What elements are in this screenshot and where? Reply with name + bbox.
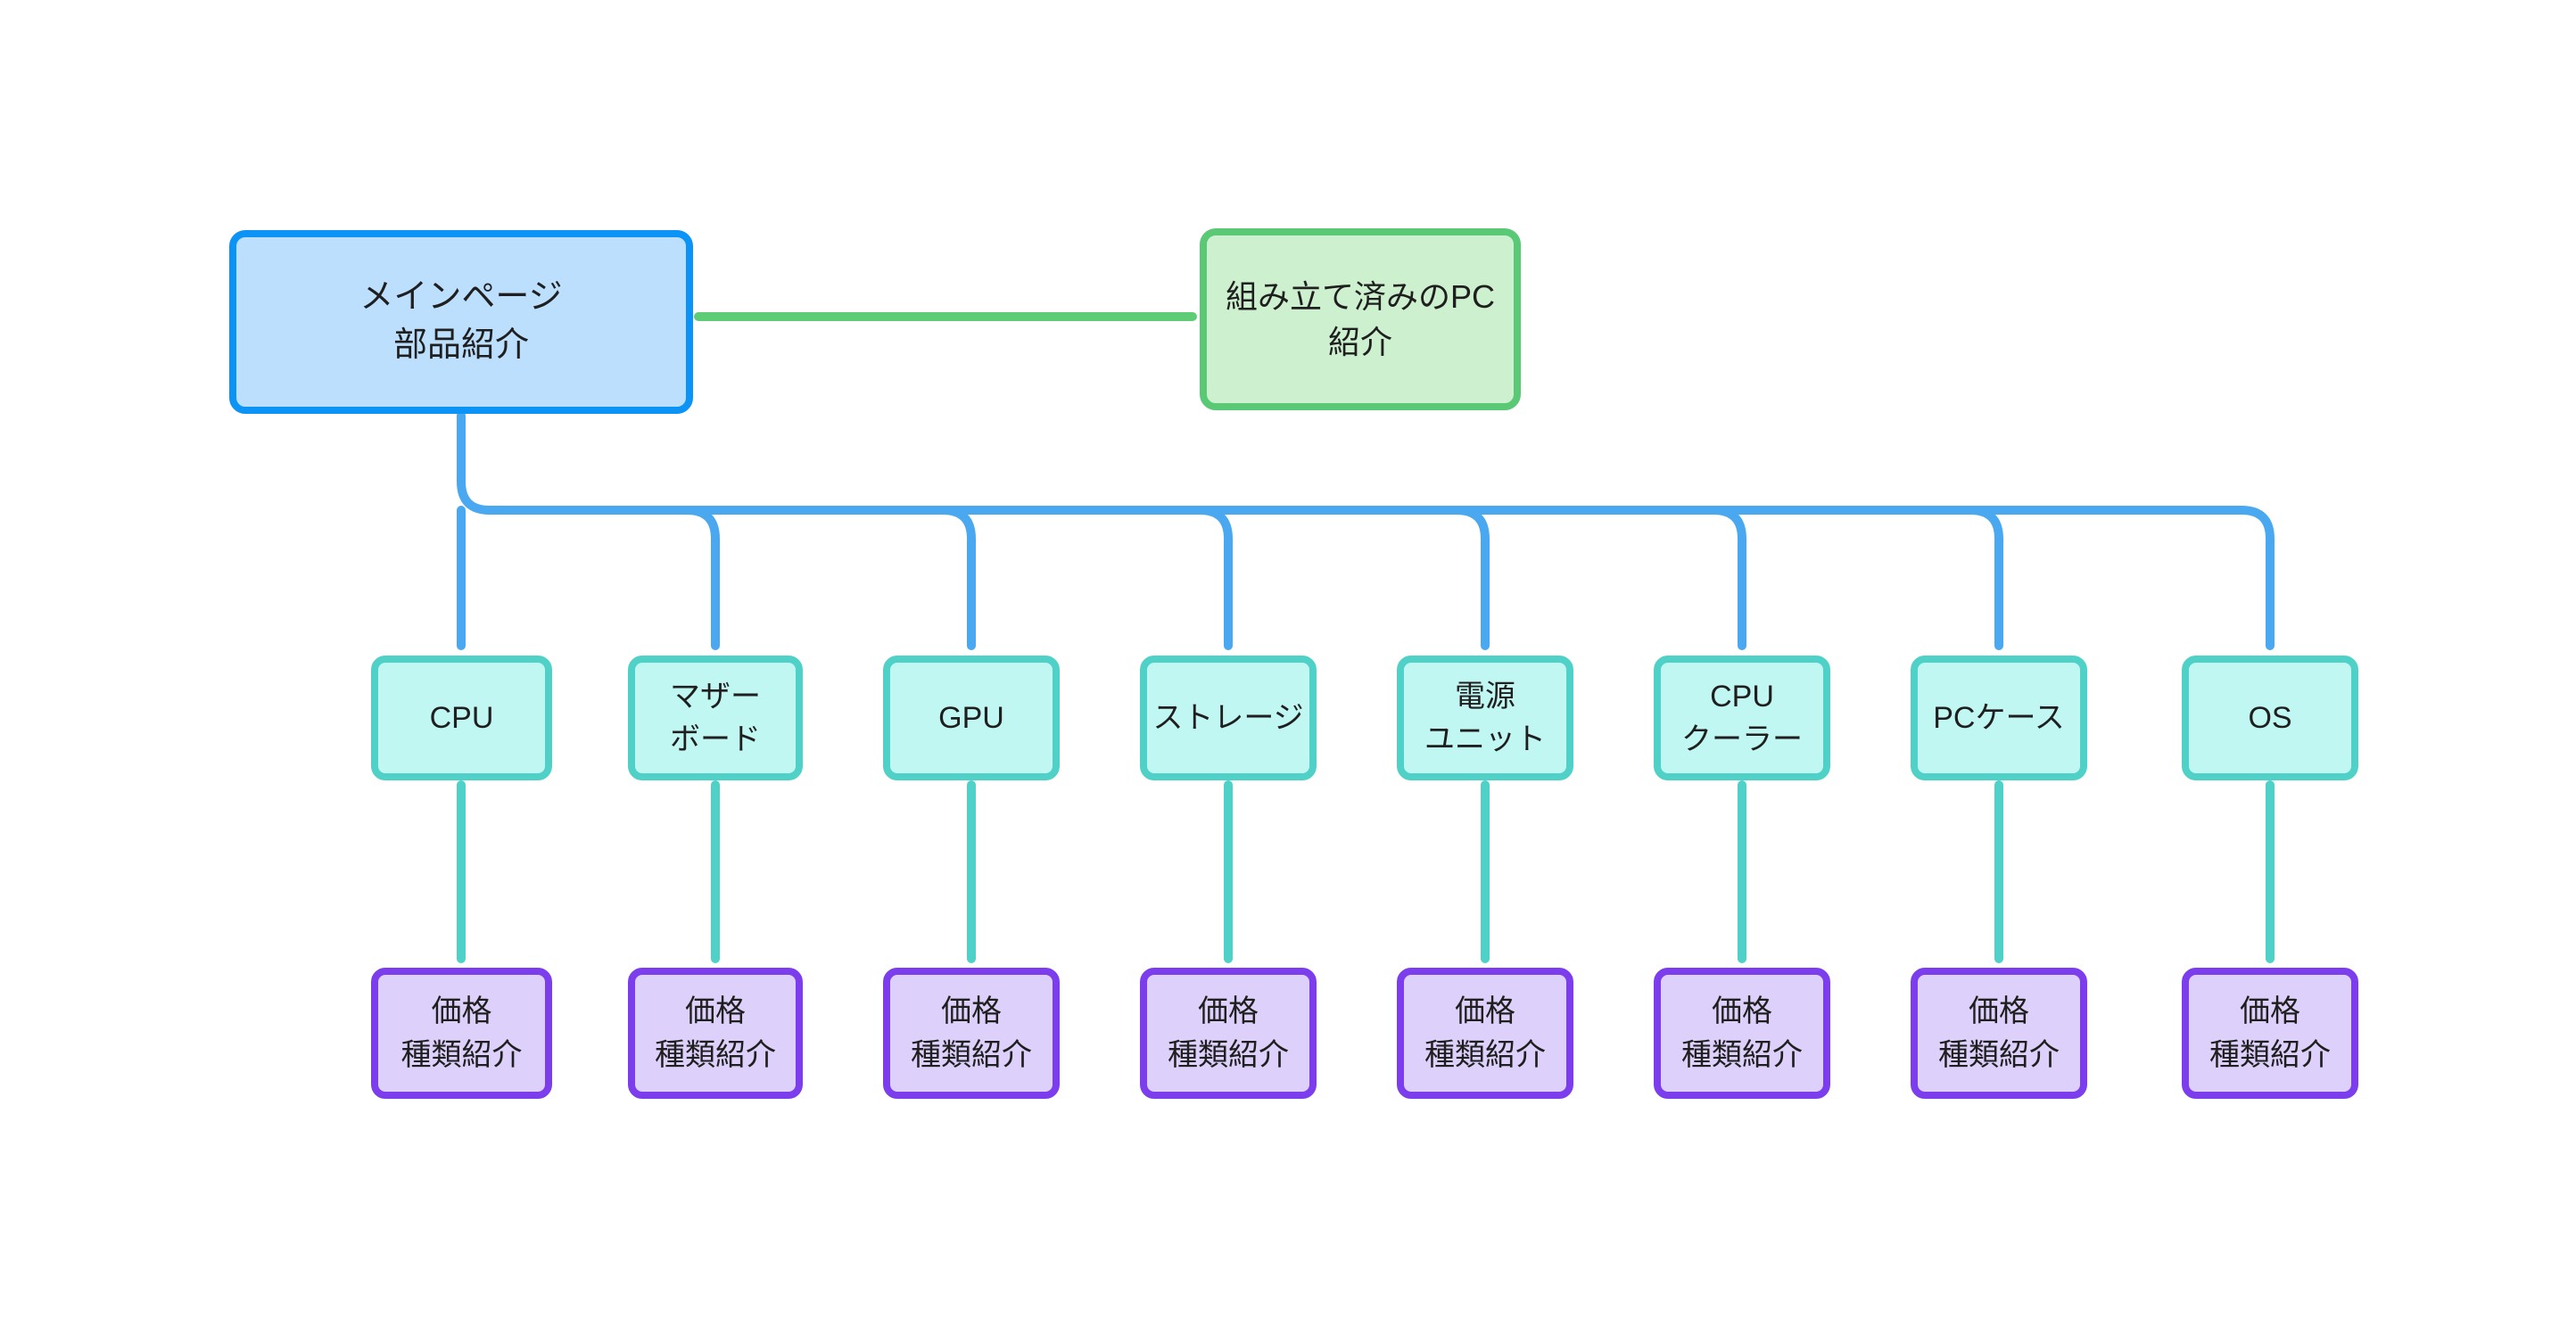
node-leaf-os-detail-line1: 価格 [2240, 994, 2300, 1029]
edge-bus-to-part-7 [1966, 506, 2003, 650]
node-part-gpu[interactable]: GPU [883, 656, 1060, 780]
node-part-cpu-cooler[interactable]: CPU クーラー [1654, 656, 1830, 780]
edge-bus-to-part-3 [938, 506, 976, 650]
edge-bus-to-part-6 [1709, 506, 1746, 650]
node-leaf-pc-case-detail[interactable]: 価格 種類紹介 [1911, 968, 2087, 1099]
edge-bus-to-part-2 [682, 506, 720, 650]
edge-trunk [457, 411, 2275, 650]
node-part-power-supply[interactable]: 電源 ユニット [1397, 656, 1573, 780]
node-part-cpu-cooler-line1: CPU [1710, 679, 1774, 714]
node-part-power-supply-line2: ユニット [1424, 722, 1546, 756]
node-prebuilt-pc[interactable]: 組み立て済みのPC 紹介 [1200, 228, 1521, 410]
node-prebuilt-pc-line2: 紹介 [1327, 324, 1392, 360]
edge-bus-to-part-5 [1452, 506, 1490, 650]
node-leaf-storage-detail-line1: 価格 [1198, 994, 1259, 1029]
node-main-page-line2: 部品紹介 [392, 326, 529, 364]
node-part-cpu-line1: CPU [429, 700, 494, 735]
node-leaf-gpu-detail-line1: 価格 [941, 994, 1002, 1029]
node-leaf-motherboard-detail-line1: 価格 [685, 994, 746, 1029]
node-leaf-gpu-detail-line2: 種類紹介 [911, 1037, 1032, 1072]
node-part-storage[interactable]: ストレージ [1140, 656, 1317, 780]
node-leaf-os-detail[interactable]: 価格 種類紹介 [2182, 968, 2358, 1099]
node-part-os-line1: OS [2248, 700, 2292, 735]
node-part-pc-case-line1: PCケース [1933, 700, 2065, 735]
node-leaf-gpu-detail[interactable]: 価格 種類紹介 [883, 968, 1060, 1099]
node-leaf-power-supply-detail-line1: 価格 [1455, 994, 1515, 1029]
node-part-motherboard-line1: マザー [670, 679, 761, 714]
node-leaf-os-detail-line2: 種類紹介 [2209, 1037, 2331, 1072]
node-prebuilt-pc-line1: 組み立て済みのPC [1225, 277, 1495, 315]
node-part-cpu[interactable]: CPU [371, 656, 552, 780]
node-main-page-line1: メインページ [359, 278, 563, 317]
node-leaf-power-supply-detail-line2: 種類紹介 [1424, 1037, 1546, 1072]
node-leaf-cpu-detail[interactable]: 価格 種類紹介 [371, 968, 552, 1099]
node-part-os[interactable]: OS [2182, 656, 2358, 780]
node-leaf-motherboard-detail[interactable]: 価格 種類紹介 [628, 968, 803, 1099]
node-leaf-cpu-detail-line1: 価格 [431, 994, 492, 1029]
node-leaf-power-supply-detail[interactable]: 価格 種類紹介 [1397, 968, 1573, 1099]
node-leaf-pc-case-detail-line1: 価格 [1969, 994, 2029, 1029]
node-part-cpu-cooler-line2: クーラー [1681, 722, 1803, 756]
node-leaf-storage-detail[interactable]: 価格 種類紹介 [1140, 968, 1317, 1099]
node-leaf-motherboard-detail-line2: 種類紹介 [655, 1037, 776, 1072]
node-leaf-cpu-cooler-detail-line1: 価格 [1712, 994, 1772, 1029]
node-leaf-storage-detail-line2: 種類紹介 [1168, 1037, 1289, 1072]
node-part-pc-case[interactable]: PCケース [1911, 656, 2087, 780]
node-leaf-cpu-cooler-detail-line2: 種類紹介 [1681, 1037, 1803, 1072]
node-leaf-pc-case-detail-line2: 種類紹介 [1938, 1037, 2060, 1072]
node-main-page[interactable]: メインページ 部品紹介 [229, 230, 693, 414]
node-leaf-cpu-detail-line2: 種類紹介 [400, 1037, 523, 1072]
edge-bus-to-part-4 [1195, 506, 1233, 650]
node-part-motherboard[interactable]: マザー ボード [628, 656, 803, 780]
node-part-motherboard-line2: ボード [670, 722, 761, 756]
node-leaf-cpu-cooler-detail[interactable]: 価格 種類紹介 [1654, 968, 1830, 1099]
node-part-storage-line1: ストレージ [1152, 700, 1304, 735]
node-part-gpu-line1: GPU [938, 700, 1004, 735]
node-part-power-supply-line1: 電源 [1455, 679, 1515, 714]
